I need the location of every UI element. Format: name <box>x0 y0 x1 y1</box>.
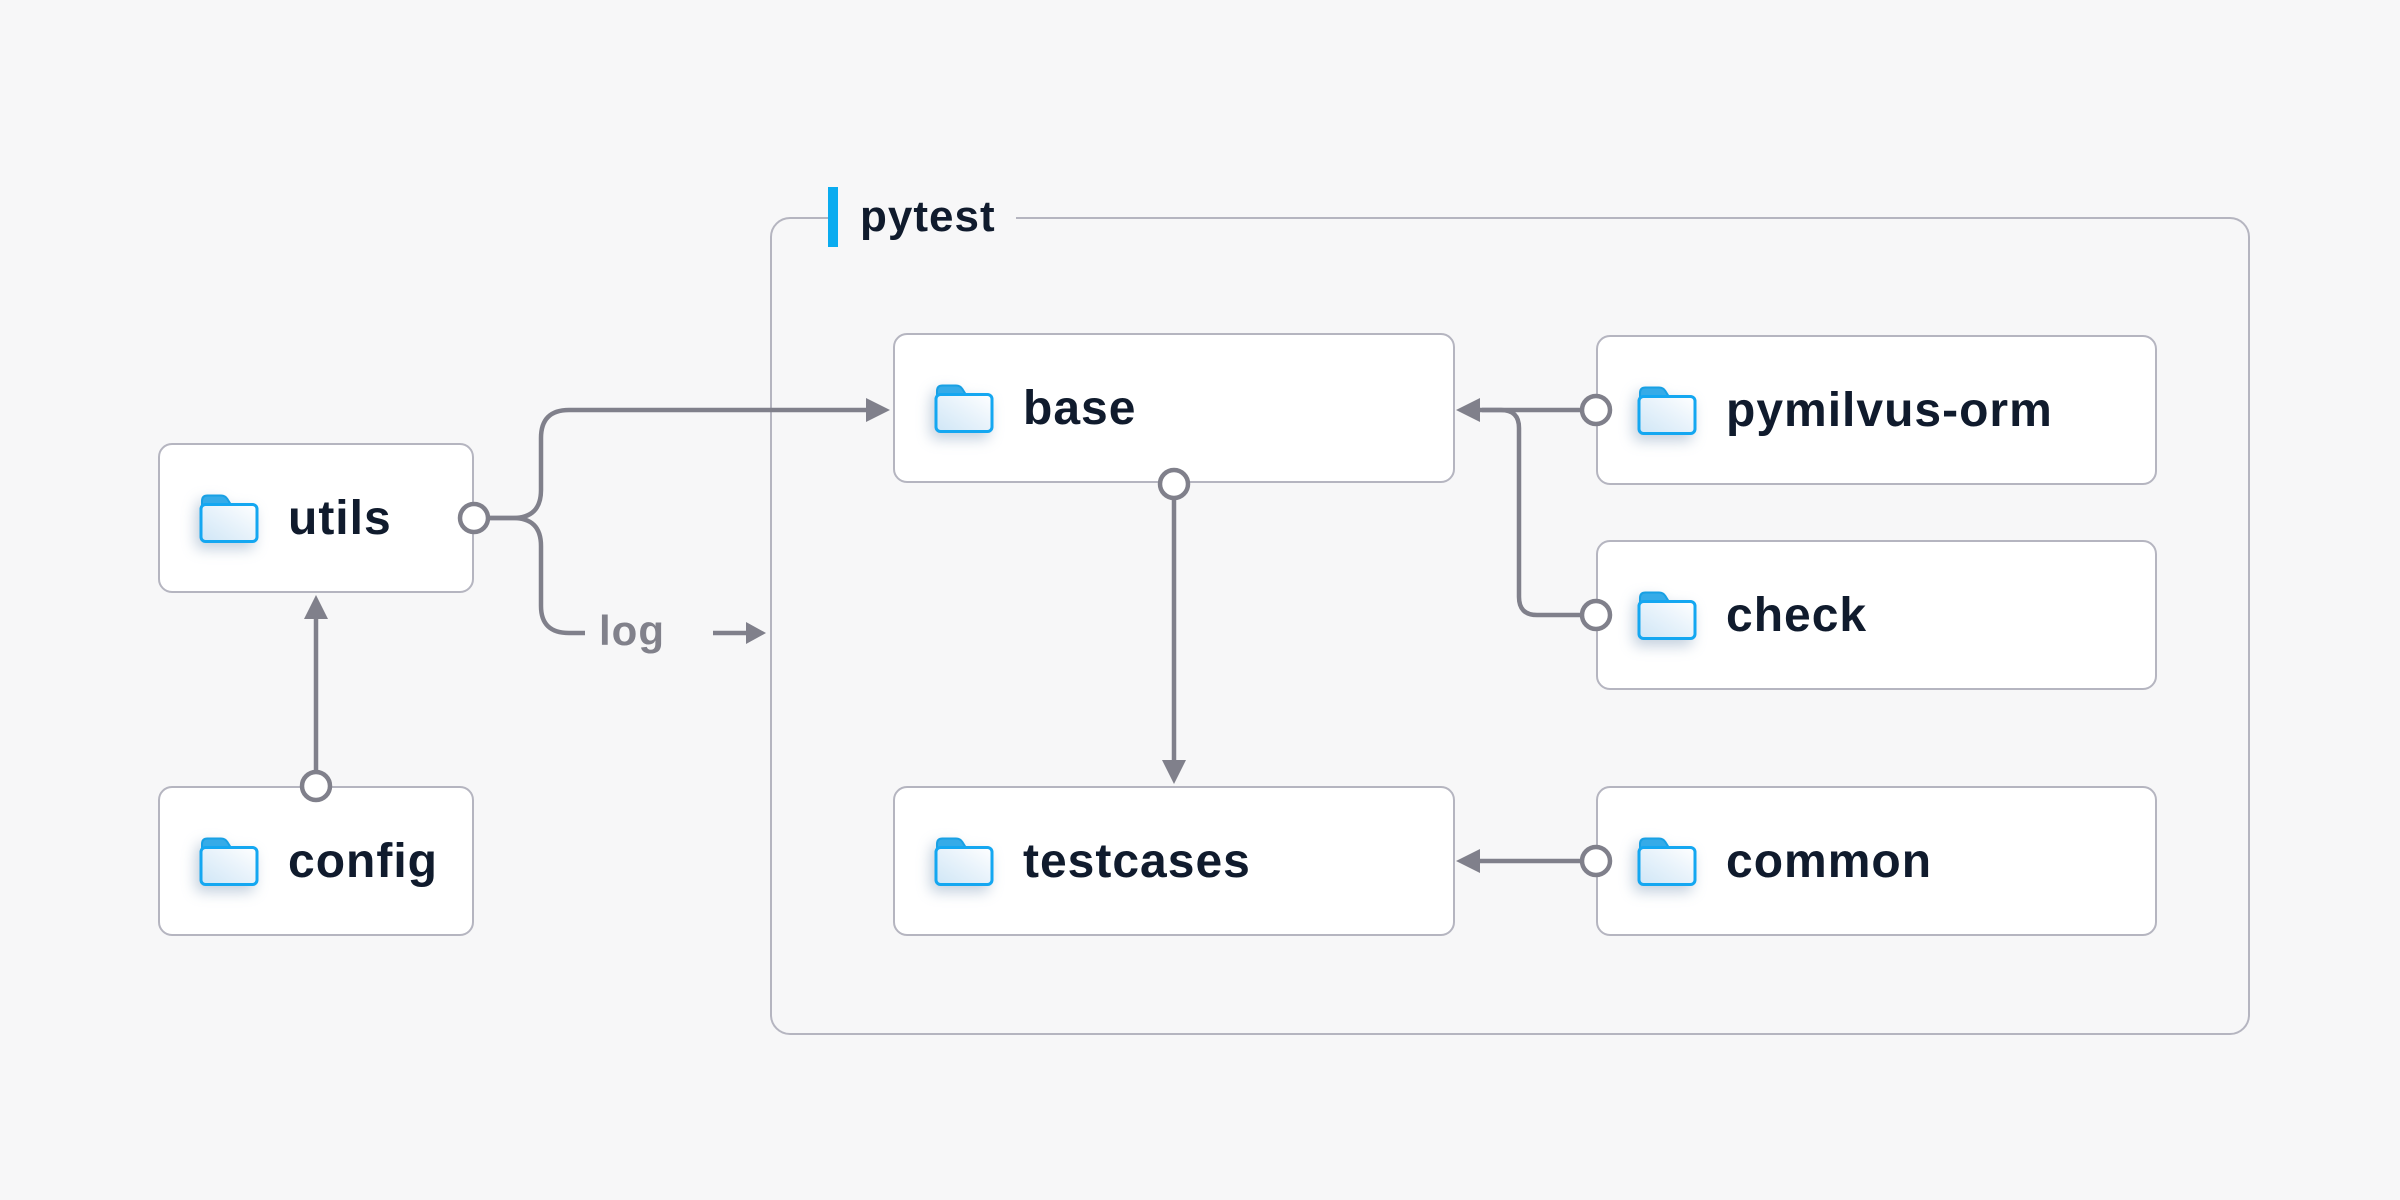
node-label: utils <box>288 491 392 545</box>
node-label: check <box>1726 588 1868 642</box>
arrowhead-right-small <box>746 622 766 644</box>
node-pymilvus-orm: pymilvus-orm <box>1596 335 2157 485</box>
pytest-group-label: pytest <box>828 187 1016 247</box>
node-testcases: testcases <box>893 786 1455 936</box>
folder-icon <box>1636 384 1698 436</box>
node-label: base <box>1023 381 1137 435</box>
folder-icon <box>933 835 995 887</box>
node-label: config <box>288 834 438 888</box>
node-label: common <box>1726 834 1933 888</box>
node-utils: utils <box>158 443 474 593</box>
folder-icon <box>198 835 260 887</box>
node-common: common <box>1596 786 2157 936</box>
edge-config-to-utils <box>299 595 333 803</box>
group-title: pytest <box>860 192 996 241</box>
folder-icon <box>198 492 260 544</box>
edge-label-log: log <box>599 607 665 654</box>
folder-icon <box>933 382 995 434</box>
accent-bar <box>828 187 838 247</box>
folder-icon <box>1636 589 1698 641</box>
folder-icon <box>1636 835 1698 887</box>
arrowhead-up <box>304 595 328 619</box>
node-check: check <box>1596 540 2157 690</box>
node-config: config <box>158 786 474 936</box>
node-label: testcases <box>1023 834 1251 888</box>
node-base: base <box>893 333 1455 483</box>
node-label: pymilvus-orm <box>1726 383 2053 437</box>
pytest-group-container <box>770 217 2250 1035</box>
